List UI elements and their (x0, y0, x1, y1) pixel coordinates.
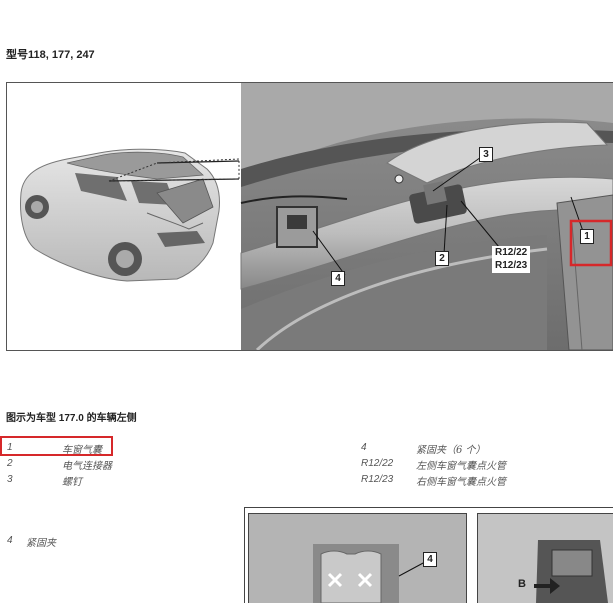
legend-text: 左侧车窗气囊点火管 (416, 461, 506, 472)
airbag-illustration (20, 83, 613, 350)
callout-r1223: R12/23 (492, 259, 531, 273)
clip-b-panel: B (477, 513, 613, 603)
legend-text: 右侧车窗气囊点火管 (416, 477, 506, 488)
page-title: 型号118, 177, 247 (6, 49, 95, 61)
detail-frame (244, 507, 613, 603)
legend-num: R12/22 (361, 458, 394, 469)
arrow-right-icon (534, 578, 560, 594)
callout-3: 3 (479, 147, 493, 162)
legend-num: 2 (7, 458, 13, 469)
callout-b: B (518, 578, 526, 590)
clip-detail-panel: 4 (248, 513, 467, 603)
clip-illustration (249, 514, 466, 603)
clip-callout-4: 4 (423, 552, 437, 567)
callout-2: 2 (435, 251, 449, 266)
legend-text: 螺钉 (62, 477, 82, 488)
legend-text: 紧固夹 (26, 538, 56, 549)
car-overview (20, 148, 240, 282)
legend-num: 4 (361, 442, 367, 453)
callout-r1222: R12/22 (492, 246, 531, 260)
legend-highlight (0, 436, 113, 456)
clip-b-illustration (478, 514, 613, 603)
callout-4: 4 (331, 271, 345, 286)
detail-view (240, 83, 613, 350)
legend-text: 电气连接器 (62, 461, 112, 472)
legend-num: 3 (7, 474, 13, 485)
legend-num: 4 (7, 535, 13, 546)
legend-text: 车窗气囊 (62, 445, 102, 456)
legend-num: R12/23 (361, 474, 394, 485)
main-figure: 3 2 1 4 R12/22 R12/23 (6, 82, 613, 351)
callout-1: 1 (580, 229, 594, 244)
figure-caption: 图示为车型 177.0 的车辆左侧 (6, 413, 137, 424)
legend-num: 1 (7, 442, 13, 453)
legend-text: 紧固夹（6 个） (416, 445, 486, 456)
